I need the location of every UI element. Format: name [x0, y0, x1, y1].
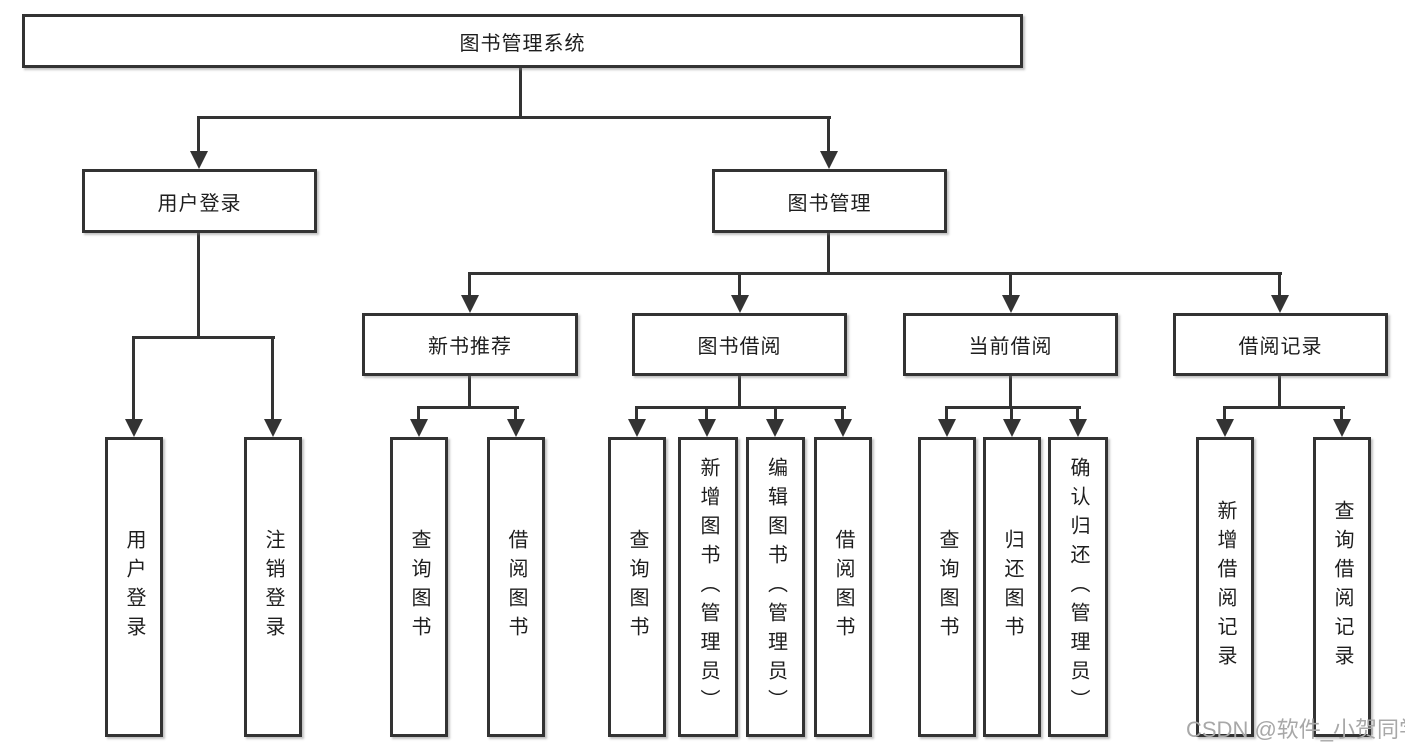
connector-borrowing-branch: [635, 406, 846, 409]
leaf-logout: 注销登录: [244, 437, 302, 737]
arrowhead: [628, 419, 646, 437]
node-book-borrowing-label: 图书借阅: [697, 336, 782, 358]
leaf-recommend-query-book: 查询图书: [390, 437, 448, 737]
leaf-add-book-admin-label: 新增图书（管理员）: [697, 456, 719, 718]
connector-user-login-branch: [132, 336, 275, 339]
connector-to-leaf: [1340, 409, 1343, 419]
arrowhead: [698, 419, 716, 437]
connector-to-book-management: [827, 119, 830, 151]
connector-root-stem: [519, 68, 522, 117]
watermark: CSDN @软件_小贺同学: [1186, 717, 1405, 742]
arrowhead: [125, 419, 143, 437]
arrowhead: [731, 295, 749, 313]
arrowhead: [507, 419, 525, 437]
leaf-confirm-return-admin-label: 确认归还（管理员）: [1067, 456, 1089, 718]
node-root: 图书管理系统: [22, 14, 1023, 68]
leaf-add-borrow-record: 新增借阅记录: [1196, 437, 1254, 737]
leaf-user-login: 用户登录: [105, 437, 163, 737]
leaf-borrowing-query-book-label: 查询图书: [626, 529, 648, 645]
connector-root-branch: [197, 116, 831, 119]
connector-to-leaf: [1010, 409, 1013, 419]
connector-book-mgmt-stem: [827, 233, 830, 273]
connector-book-mgmt-branch: [468, 272, 1282, 275]
node-book-management-label: 图书管理: [787, 192, 872, 215]
node-user-login: 用户登录: [82, 169, 317, 233]
node-new-book-recommendation-label: 新书推荐: [428, 336, 512, 358]
node-book-management: 图书管理: [712, 169, 947, 233]
arrowhead: [190, 151, 208, 169]
connector-records-branch: [1223, 406, 1345, 409]
connector-current-branch: [945, 406, 1081, 409]
leaf-query-borrow-record-label: 查询借阅记录: [1331, 500, 1353, 674]
connector-to-leaf: [774, 409, 777, 419]
node-book-borrowing: 图书借阅: [632, 313, 847, 376]
arrowhead: [834, 419, 852, 437]
leaf-confirm-return-admin: 确认归还（管理员）: [1048, 437, 1108, 737]
leaf-recommend-borrow-book: 借阅图书: [487, 437, 545, 737]
leaf-return-book: 归还图书: [983, 437, 1041, 737]
arrowhead: [1271, 295, 1289, 313]
leaf-current-query-book: 查询图书: [918, 437, 976, 737]
leaf-logout-label: 注销登录: [262, 529, 284, 645]
node-borrow-records-label: 借阅记录: [1238, 336, 1323, 358]
node-root-label: 图书管理系统: [459, 32, 586, 55]
connector-to-leaf: [841, 409, 844, 419]
leaf-recommend-borrow-book-label: 借阅图书: [505, 529, 527, 645]
connector-to-node: [468, 275, 471, 295]
leaf-edit-book-admin: 编辑图书（管理员）: [746, 437, 805, 737]
leaf-add-borrow-record-label: 新增借阅记录: [1214, 500, 1236, 674]
arrowhead: [938, 419, 956, 437]
arrowhead: [1002, 295, 1020, 313]
node-current-borrowing: 当前借阅: [903, 313, 1118, 376]
connector-borrowing-stem: [738, 376, 741, 407]
leaf-add-book-admin: 新增图书（管理员）: [678, 437, 738, 737]
node-current-borrowing-label: 当前借阅: [968, 336, 1053, 358]
arrowhead: [1216, 419, 1234, 437]
connector-records-stem: [1278, 376, 1281, 407]
leaf-recommend-query-book-label: 查询图书: [408, 529, 430, 645]
leaf-borrowing-query-book: 查询图书: [608, 437, 666, 737]
connector-user-login-stem: [197, 233, 200, 337]
arrowhead: [1003, 419, 1021, 437]
arrowhead: [1333, 419, 1351, 437]
connector-to-leaf: [945, 409, 948, 419]
connector-to-leaf: [1223, 409, 1226, 419]
node-user-login-label: 用户登录: [157, 192, 242, 215]
connector-to-leaf: [417, 409, 420, 419]
arrowhead: [820, 151, 838, 169]
connector-to-leaf: [132, 339, 135, 419]
connector-to-leaf: [635, 409, 638, 419]
connector-to-leaf: [705, 409, 708, 419]
connector-current-stem: [1009, 376, 1012, 407]
node-borrow-records: 借阅记录: [1173, 313, 1388, 376]
connector-to-user-login: [197, 119, 200, 151]
node-new-book-recommendation: 新书推荐: [362, 313, 578, 376]
arrowhead: [766, 419, 784, 437]
leaf-edit-book-admin-label: 编辑图书（管理员）: [764, 456, 787, 718]
leaf-user-login-label: 用户登录: [123, 529, 145, 645]
connector-to-leaf: [271, 339, 274, 419]
arrowhead: [410, 419, 428, 437]
leaf-borrow-book-label: 借阅图书: [832, 529, 854, 645]
leaf-current-query-book-label: 查询图书: [936, 529, 958, 645]
arrowhead: [1069, 419, 1087, 437]
connector-recommend-branch: [417, 406, 519, 409]
arrowhead: [461, 295, 479, 313]
arrowhead: [264, 419, 282, 437]
connector-recommend-stem: [468, 376, 471, 407]
connector-to-node: [1009, 275, 1012, 295]
leaf-return-book-label: 归还图书: [1001, 529, 1023, 645]
connector-to-leaf: [1076, 409, 1079, 419]
connector-to-node: [1278, 275, 1281, 295]
connector-to-node: [738, 275, 741, 295]
leaf-query-borrow-record: 查询借阅记录: [1313, 437, 1371, 737]
leaf-borrow-book: 借阅图书: [814, 437, 872, 737]
connector-to-leaf: [514, 409, 517, 419]
